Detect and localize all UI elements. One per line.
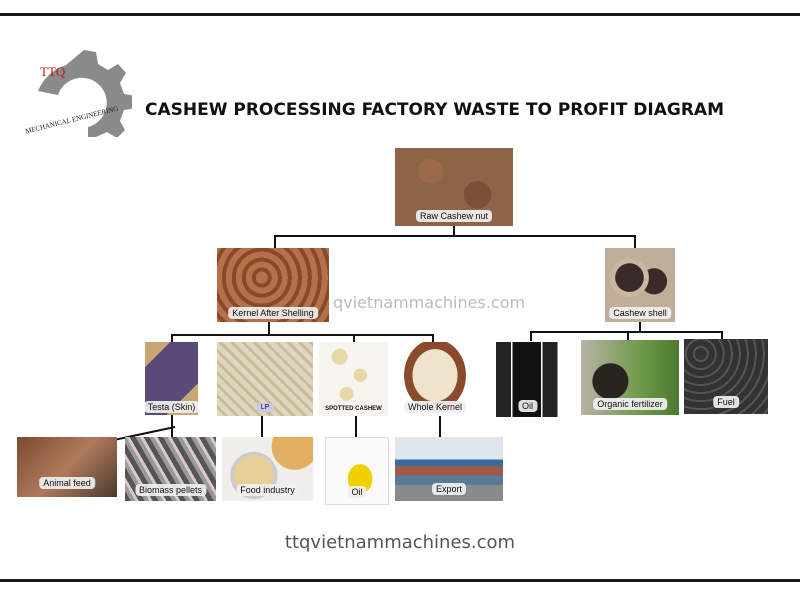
node-export: Export <box>395 437 503 501</box>
bottom-border <box>0 579 800 582</box>
node-label: LP <box>256 403 274 412</box>
node-label: Oil <box>347 486 367 498</box>
connector <box>439 416 441 437</box>
connector <box>261 416 263 437</box>
connector <box>171 415 173 437</box>
node-label: Testa (Skin) <box>145 401 198 413</box>
connector <box>634 235 636 248</box>
node-label: Export <box>431 483 467 495</box>
connector <box>453 226 455 236</box>
watermark: qvietnammachines.com <box>333 293 526 312</box>
connector <box>171 334 173 342</box>
connector <box>530 331 723 333</box>
logo: TTQ MECHANICAL ENGINEERING <box>22 42 136 147</box>
node-label: Raw Cashew nut <box>415 210 493 222</box>
connector <box>274 235 636 237</box>
node-raw-cashew-nut: Raw Cashew nut <box>395 148 513 226</box>
connector <box>530 331 532 341</box>
connector <box>627 331 629 341</box>
connector <box>355 416 357 437</box>
connector <box>353 334 355 342</box>
node-animal-feed: Animal feed <box>17 437 117 497</box>
logo-brand: TTQ <box>40 64 66 79</box>
connector <box>274 235 276 248</box>
node-label: Organic fertilizer <box>593 398 667 410</box>
node-oil: Oil <box>325 437 389 505</box>
node-kernel-after-shelling: Kernel After Shelling <box>217 248 329 322</box>
page-title: CASHEW PROCESSING FACTORY WASTE TO PROFI… <box>145 100 725 120</box>
node-label: Fuel <box>713 396 739 408</box>
node-cashew-shell: Cashew shell <box>605 248 675 322</box>
node-label: Kernel After Shelling <box>228 307 318 319</box>
connector <box>639 322 641 332</box>
top-border <box>0 13 800 16</box>
connector <box>171 334 434 336</box>
node-label: Whole Kernel <box>403 401 467 413</box>
node-label: Food industry <box>236 484 299 496</box>
node-label: SPOTTED CASHEW <box>325 406 382 412</box>
node-spotted-cashew: SPOTTED CASHEW <box>319 342 388 416</box>
node-food-industry: Food industry <box>222 437 313 501</box>
website-url: ttqvietnammachines.com <box>284 532 516 553</box>
node-label: Animal feed <box>39 477 95 489</box>
connector <box>268 322 270 335</box>
node-fuel: Fuel <box>684 339 768 414</box>
node-biomass-pellets: Biomass pellets <box>125 437 216 501</box>
node-whole-kernel: Whole Kernel <box>400 342 470 416</box>
node-shell-oil: Oil <box>490 342 565 417</box>
node-label: Cashew shell <box>609 307 671 319</box>
node-label: Oil <box>518 400 537 412</box>
node-broken-kernel: LP <box>217 342 313 416</box>
node-organic-fertilizer: Organic fertilizer <box>581 340 679 415</box>
node-testa: Testa (Skin) <box>145 342 198 415</box>
node-label: Biomass pellets <box>134 484 207 496</box>
connector <box>721 331 723 341</box>
connector <box>432 334 434 342</box>
